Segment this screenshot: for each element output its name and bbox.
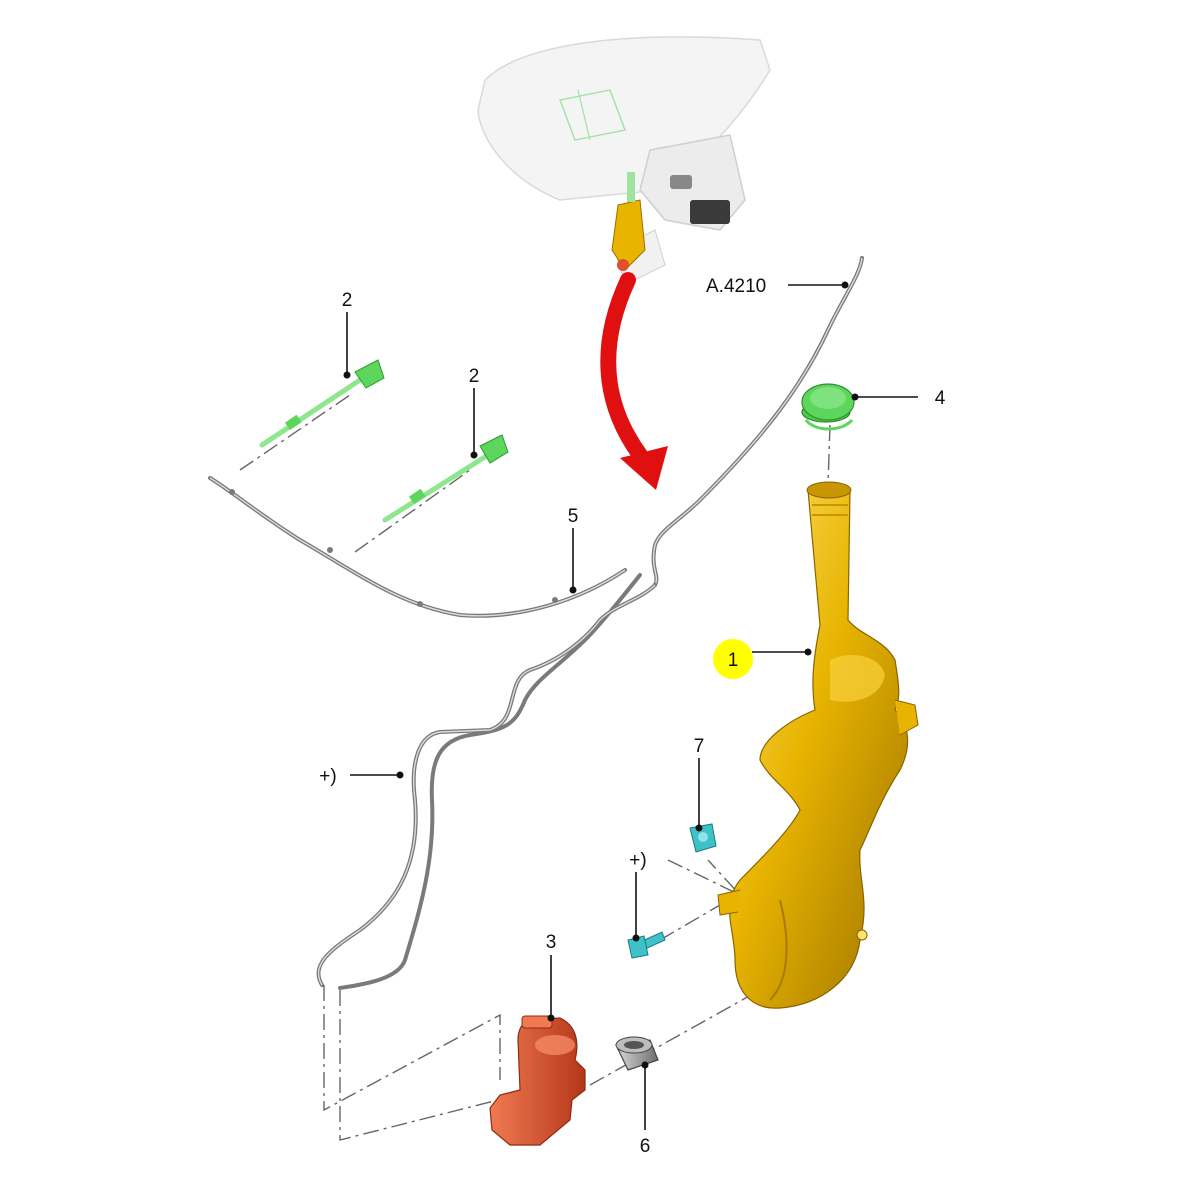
callout-2-right: 2 [469,366,480,387]
callout-2-left: 2 [342,290,353,311]
washer-fluid-reservoir [717,481,919,1009]
callout-6: 6 [640,1136,651,1157]
washer-pump [489,1015,586,1146]
callout-ref: A.4210 [706,276,766,297]
callout-3: 3 [546,932,557,953]
callout-5: 5 [568,506,579,527]
mounting-bolt [627,931,666,959]
nozzle-hose [208,476,627,618]
callout-plus-bolt: +) [629,850,646,871]
callout-4: 4 [935,388,946,409]
main-hose [316,573,657,990]
washer-nozzle-right [382,434,509,523]
reservoir-cap [801,383,855,431]
callout-7: 7 [694,736,705,757]
vehicle-overview [477,36,771,286]
red-arrow-icon [600,272,668,490]
clip-nut [689,823,717,853]
callout-1: 1 [728,650,739,671]
upper-hose [651,256,864,587]
assembly-lines [239,394,831,1141]
pump-grommet [615,1036,659,1071]
highlight-marker [713,639,753,679]
callout-plus-hose: +) [319,766,336,787]
leader-lines [343,281,918,1130]
washer-nozzle-left [259,359,385,448]
